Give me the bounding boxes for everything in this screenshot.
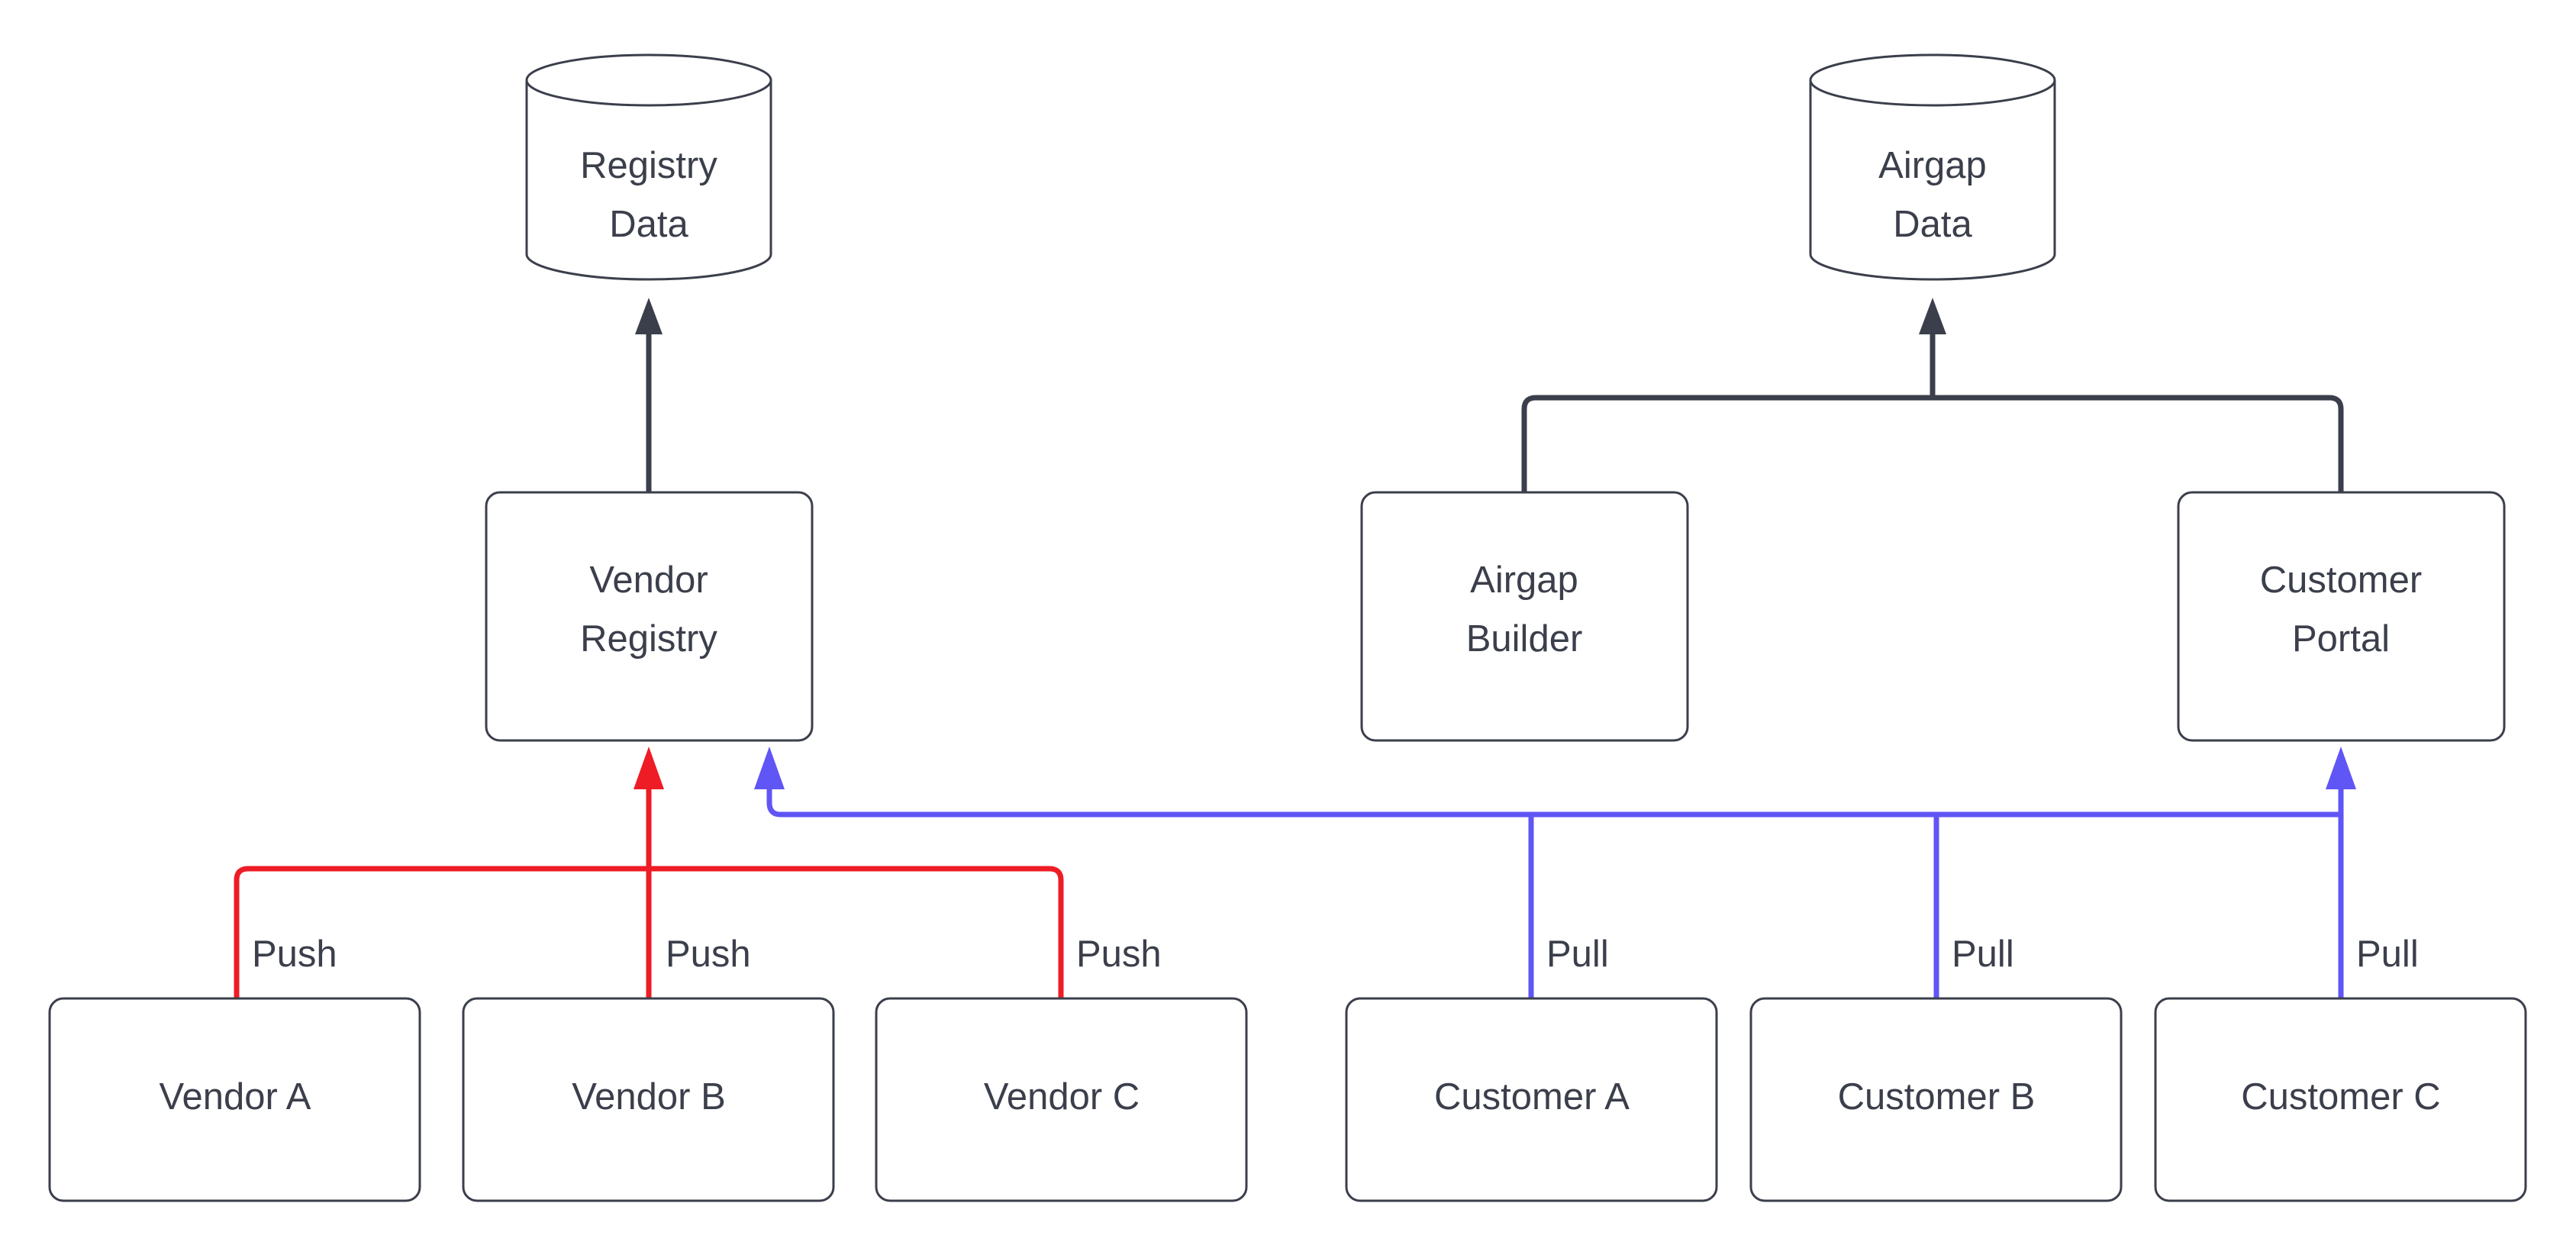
node-box bbox=[462, 997, 835, 1202]
node-label: Customer C bbox=[2241, 1076, 2440, 1118]
node-label: Vendor C bbox=[984, 1076, 1140, 1118]
node-customer-b[interactable]: Customer B bbox=[1749, 997, 2123, 1202]
node-vendor-c[interactable]: Vendor C bbox=[875, 997, 1248, 1202]
edge-label-push-vendor-c: Push bbox=[1076, 934, 1162, 975]
node-airgap-builder[interactable]: Airgap Builder bbox=[1360, 491, 1689, 742]
node-label-line1: Airgap bbox=[1470, 560, 1578, 601]
node-airgap-data[interactable]: Airgap Data bbox=[1809, 53, 2056, 281]
cylinder-body bbox=[1809, 80, 2056, 281]
arrowhead-icon bbox=[2326, 747, 2356, 789]
node-box bbox=[2154, 997, 2527, 1202]
edge-label-pull-customer-c: Pull bbox=[2356, 934, 2419, 975]
edge-vendor-registry-to-registry-data bbox=[635, 298, 663, 492]
node-label-line2: Data bbox=[609, 204, 688, 245]
node-vendor-registry[interactable]: Vendor Registry bbox=[485, 491, 814, 742]
cylinder-top-icon bbox=[525, 53, 772, 107]
node-box bbox=[48, 997, 421, 1202]
node-label: Customer B bbox=[1838, 1076, 2036, 1118]
node-label: Vendor B bbox=[572, 1076, 726, 1118]
edge-label-pull-customer-b: Pull bbox=[1952, 934, 2014, 975]
node-label-line2: Builder bbox=[1466, 618, 1583, 660]
edge-label-push-vendor-b: Push bbox=[666, 934, 751, 975]
node-label-line2: Portal bbox=[2292, 618, 2390, 660]
edge-airgap-bus-to-airgap-data bbox=[1521, 298, 2344, 492]
node-box bbox=[1360, 491, 1689, 742]
node-label-line1: Customer bbox=[2260, 560, 2422, 601]
node-box bbox=[1749, 997, 2123, 1202]
edge-label-pull-customer-a: Pull bbox=[1546, 934, 1609, 975]
node-label: Vendor A bbox=[160, 1076, 311, 1118]
node-label-line1: Registry bbox=[580, 145, 717, 186]
node-box bbox=[1345, 997, 1718, 1202]
cylinder-top-icon bbox=[1809, 53, 2056, 107]
node-vendor-b[interactable]: Vendor B bbox=[462, 997, 835, 1202]
node-vendor-a[interactable]: Vendor A bbox=[48, 997, 421, 1202]
node-box bbox=[875, 997, 1248, 1202]
edge-branch-to-vendor-registry bbox=[766, 774, 2341, 818]
arrowhead-icon bbox=[1919, 298, 1946, 334]
node-customer-c[interactable]: Customer C bbox=[2154, 997, 2527, 1202]
edge-customers-pull-to-customer-portal bbox=[754, 747, 2356, 998]
edge-vendors-push-to-vendor-registry bbox=[234, 747, 1064, 998]
node-label-line1: Airgap bbox=[1878, 145, 1987, 186]
node-box bbox=[2177, 491, 2506, 742]
node-label-line2: Registry bbox=[580, 618, 717, 660]
node-box bbox=[485, 491, 814, 742]
node-label: Customer A bbox=[1434, 1076, 1630, 1118]
cylinder-body bbox=[525, 80, 772, 281]
arrowhead-icon bbox=[754, 747, 785, 789]
node-customer-portal[interactable]: Customer Portal bbox=[2177, 491, 2506, 742]
arrowhead-icon bbox=[634, 747, 664, 789]
node-label-line2: Data bbox=[1893, 204, 1972, 245]
node-customer-a[interactable]: Customer A bbox=[1345, 997, 1718, 1202]
edge-label-push-vendor-a: Push bbox=[252, 934, 337, 975]
arrowhead-icon bbox=[635, 298, 663, 334]
node-label-line1: Vendor bbox=[589, 560, 708, 601]
node-registry-data[interactable]: Registry Data bbox=[525, 53, 772, 281]
edge-bus-line bbox=[1521, 395, 2344, 492]
